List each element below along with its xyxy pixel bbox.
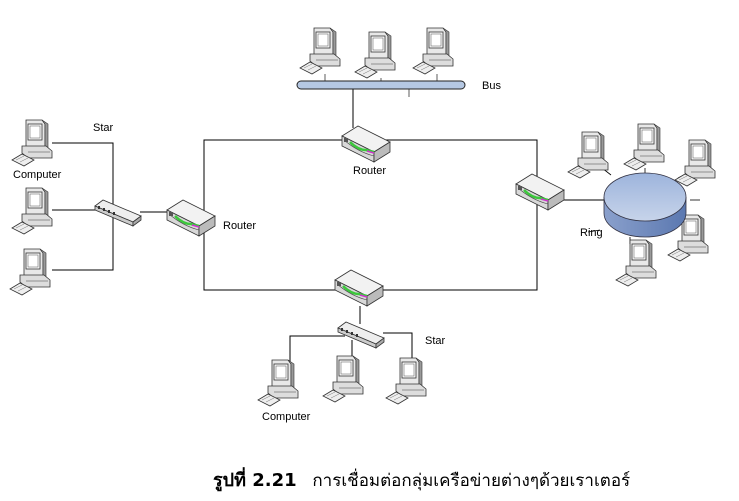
router-label-top: Router [353,165,386,177]
computer-icon [11,119,53,167]
computer-icon [567,131,609,179]
bus-cable [296,80,466,90]
computer-icon [385,357,427,405]
figure-caption: รูปที่ 2.21 การเชื่อมต่อกลุ่มเครือข่ายต่… [213,465,630,494]
computer-icon [354,31,396,79]
ring-network: Ring [567,123,716,287]
computer-icon [257,359,299,407]
computer-label-bottom: Computer [262,411,311,423]
computer-icon [299,27,341,75]
computer-icon [11,187,53,235]
computer-icon [412,27,454,75]
figure-number: รูปที่ 2.21 [213,470,297,491]
router-icon-right [514,172,566,212]
router-icon-left [165,198,217,238]
ring-label: Ring [580,227,603,239]
computer-icon [615,239,657,287]
star-network-bottom: Star Computer [257,306,446,423]
computer-icon [322,355,364,403]
ring-icon [603,172,687,222]
bus-network: Bus [296,27,501,97]
computer-icon [623,123,665,171]
router-icon-bottom [333,268,385,308]
computer-label-left: Computer [13,169,62,181]
star-network-left: Star Computer [9,119,142,296]
hub-icon [337,321,385,349]
computer-icon [674,139,716,187]
router-icon-top [340,124,392,164]
figure-caption-text: การเชื่อมต่อกลุ่มเครือข่ายต่างๆด้วยเราเต… [312,471,631,491]
bus-label: Bus [482,80,501,92]
computer-icon [9,248,51,296]
hub-icon [94,199,142,227]
router-label-left: Router [223,220,256,232]
star-label-bottom: Star [425,335,446,347]
star-label-left: Star [93,122,114,134]
